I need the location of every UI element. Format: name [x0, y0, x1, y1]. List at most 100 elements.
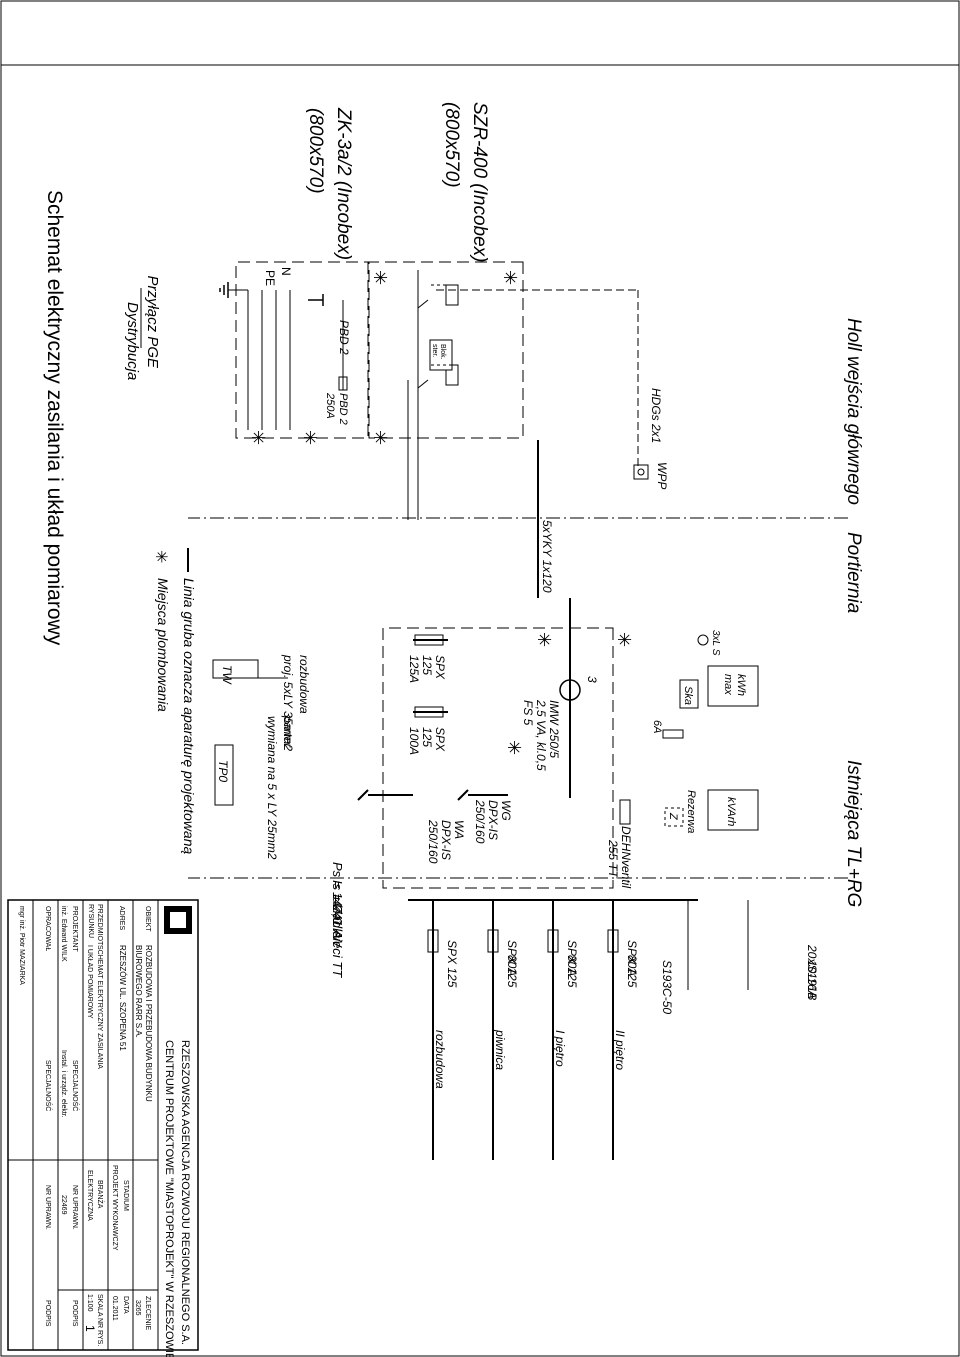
- wpp-button-dot: [637, 468, 645, 476]
- wg-switch-blade: [457, 789, 469, 801]
- szr-switch-1: [417, 299, 429, 309]
- fuse100-symbol: [414, 706, 444, 718]
- feeder-fuse-l2: 80A: [505, 955, 519, 976]
- adres-label: ADRES: [118, 906, 125, 930]
- zk-pe-label: PE: [263, 270, 277, 286]
- legend-seal-mark: ✳: [152, 550, 169, 563]
- nr-rys-value: 1: [83, 1325, 97, 1332]
- fuse6a-symbol: [662, 729, 684, 739]
- branza-value: ELEKTRYCZNA: [86, 1170, 93, 1221]
- tw-label: TW: [220, 665, 234, 685]
- seal-mark-meas-1: ✳: [534, 632, 554, 647]
- opracowal-spec: SPECJALNOŚĆ: [44, 1060, 53, 1111]
- company-line-2: CENTRUM PROJEKTOWE "MIASTOPROJEKT" W RZE…: [163, 1040, 175, 1357]
- company-logo-inner: [170, 912, 186, 928]
- signal-lamp: [697, 634, 709, 646]
- feeder-label: I piętro: [553, 1030, 567, 1067]
- branza-label: BRANŻA: [96, 1180, 105, 1209]
- kvarh-label: kVArh: [725, 797, 737, 826]
- stadium-value: PROJEKT WYKONAWCZY: [111, 1165, 118, 1251]
- seal-mark-meas-3: ✳: [504, 740, 524, 755]
- tw-parter: parter: [281, 715, 295, 748]
- rezerwa-label: Rezerwa: [685, 790, 697, 833]
- network-type: układ sieci TT: [330, 897, 345, 978]
- feeder-label: II piętro: [613, 1030, 627, 1070]
- wpp-label: WPP: [655, 462, 669, 489]
- seal-mark-zk-1: ✳: [248, 430, 268, 445]
- zlecenie-label: ZLECENIE: [144, 1296, 151, 1331]
- rotated-drawing: Schemat elektryczny zasilania i układ po…: [7, 102, 864, 1357]
- szr-switch-2: [417, 379, 429, 389]
- wa-l2: DPX-IS: [439, 820, 453, 860]
- pbd-fuse-label-2: 250A: [324, 392, 336, 419]
- fuse125-l1: SPX: [433, 655, 447, 680]
- feeder-fuse-l1: SPX 125: [505, 940, 519, 988]
- nr-rys-label: NR RYS.: [96, 1318, 103, 1346]
- nr-upr-label: NR UPRAWN.: [71, 1185, 78, 1230]
- s20-l1: 20xS191B: [805, 944, 819, 1000]
- measuring-box: [382, 627, 614, 889]
- szr-block-ster: [429, 339, 453, 371]
- wg-l2: DPX-IS: [486, 800, 500, 840]
- kwh-l2: max: [722, 674, 734, 695]
- z-label: Z: [667, 812, 679, 821]
- adres-value: RZESZÓW UL. SZOPENA 51: [118, 945, 127, 1051]
- area-istniejaca: Istniejąca TL+RG: [843, 760, 864, 907]
- skala-label: SKALA: [96, 1294, 103, 1317]
- pge-label: Przyłącz PGE: [144, 275, 161, 369]
- przedmiot-l2: I UKŁAD POMIAROWY: [86, 945, 93, 1019]
- s193-label: S193C-50: [660, 960, 674, 1014]
- imw-l3: FS 5: [521, 700, 535, 726]
- fuse6a-label: 6A: [651, 720, 663, 733]
- area-portiernia: Portiernia: [843, 532, 864, 613]
- seal-mark-szr-1: ✳: [500, 270, 520, 285]
- zk-name: ZK-3a/2 (Incobex): [333, 107, 354, 260]
- szr-size: (800x570): [441, 102, 462, 188]
- title-block-frame: [7, 899, 199, 1351]
- drawing-title: Schemat elektryczny zasilania i układ po…: [43, 190, 66, 646]
- cable-label: 5xYKY 1x120: [540, 520, 554, 593]
- fuse100-l2: 125: [420, 727, 434, 747]
- title-block: RZESZOWSKA AGENCJA ROZWOJU REGIONALNEGO …: [7, 899, 199, 1357]
- wa-l3: 250/160: [426, 819, 440, 864]
- szr-cabinet-box: [368, 261, 524, 439]
- pbd-fuse: [338, 376, 348, 391]
- szr-name: SZR-400 (Incobex): [469, 102, 490, 263]
- company-line-1: RZESZOWSKA AGENCJA ROZWOJU REGIONALNEGO …: [179, 1040, 191, 1345]
- projektant-name: inż. Edward WILK: [60, 906, 67, 962]
- hdgs-label: HDGs 2x1: [649, 388, 663, 443]
- obiekt-l2: BIUROWEGO RARR S.A.: [134, 945, 143, 1038]
- feeder-fuse: [607, 929, 619, 953]
- dehnventil-symbol: [619, 799, 631, 825]
- s20-l2: 10-16A: [805, 960, 819, 999]
- ska-block: [679, 679, 699, 709]
- data-label: DATA: [122, 1296, 129, 1314]
- feeder-label: piwnica: [493, 1029, 507, 1070]
- legend-seal-text: Miejsca plombowania: [155, 578, 171, 712]
- szr-contact-1: [445, 284, 459, 306]
- szr-block-label-1: Blok.: [439, 344, 446, 360]
- przedmiot-l1: SCHEMAT ELEKTRYCZNY ZASILANIA: [96, 945, 103, 1069]
- tw-rozbudowa: rozbudowa: [297, 655, 311, 714]
- wg-l3: 250/160: [473, 799, 487, 844]
- kwh-meter: [707, 665, 759, 707]
- zk-size: (800x570): [305, 108, 326, 194]
- output-feeder-2: SPX 125 80A I piętro: [547, 900, 579, 1160]
- specjalnosc-label: SPECJALNOŚĆ: [71, 1060, 80, 1111]
- dehn-l2: 255 TT: [606, 839, 620, 880]
- obiekt-label: OBIEKT: [144, 906, 151, 932]
- output-feeder-3: SPX 125 80A piwnica: [487, 900, 519, 1160]
- legend-line-text: Linia gruba oznacza aparaturę projektowa…: [181, 578, 197, 855]
- seal-mark-szr-3: ✳: [370, 430, 390, 445]
- feeder-fuse: [487, 929, 499, 953]
- kwh-l1: kWh: [735, 674, 747, 696]
- wa-switch-blade: [357, 789, 369, 801]
- fuse100-l3: 100A: [407, 727, 421, 755]
- wg-l1: WG: [499, 800, 513, 821]
- output-feeder-4: SPX 125 rozbudowa: [427, 900, 459, 1160]
- feeder-fuse-l1: SPX 125: [625, 940, 639, 988]
- opracowal-nr: NR UPRAWN.: [44, 1185, 51, 1230]
- projektant-spec: Instal. i urządz. elektr.: [60, 1050, 67, 1118]
- imw-l1: IMW 250/5: [547, 700, 561, 758]
